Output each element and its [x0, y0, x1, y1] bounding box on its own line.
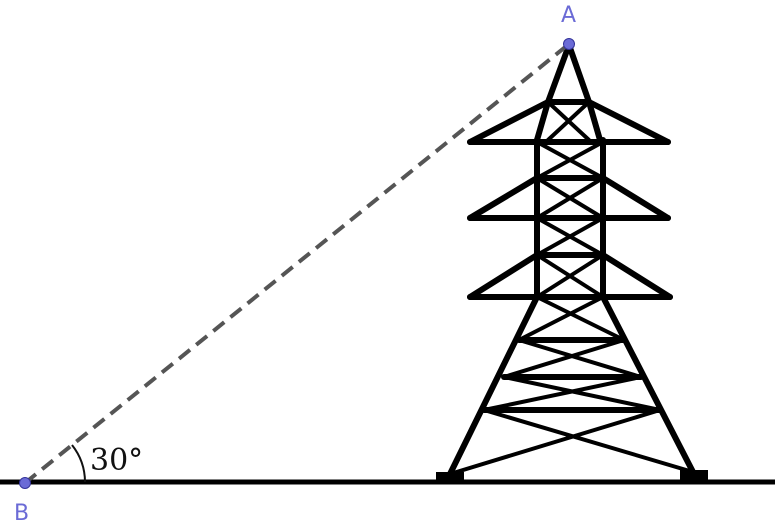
angle-arc — [71, 444, 86, 483]
point-a-label: A — [561, 3, 576, 28]
angle-label: 30° — [90, 443, 143, 478]
point-b[interactable] — [19, 477, 31, 489]
point-b-label: B — [14, 501, 29, 526]
point-a[interactable] — [563, 38, 575, 50]
transmission-tower-icon — [436, 42, 708, 484]
tower-foot-right — [680, 470, 708, 484]
tower-foot-left — [436, 472, 464, 484]
sight-line — [23, 42, 571, 485]
